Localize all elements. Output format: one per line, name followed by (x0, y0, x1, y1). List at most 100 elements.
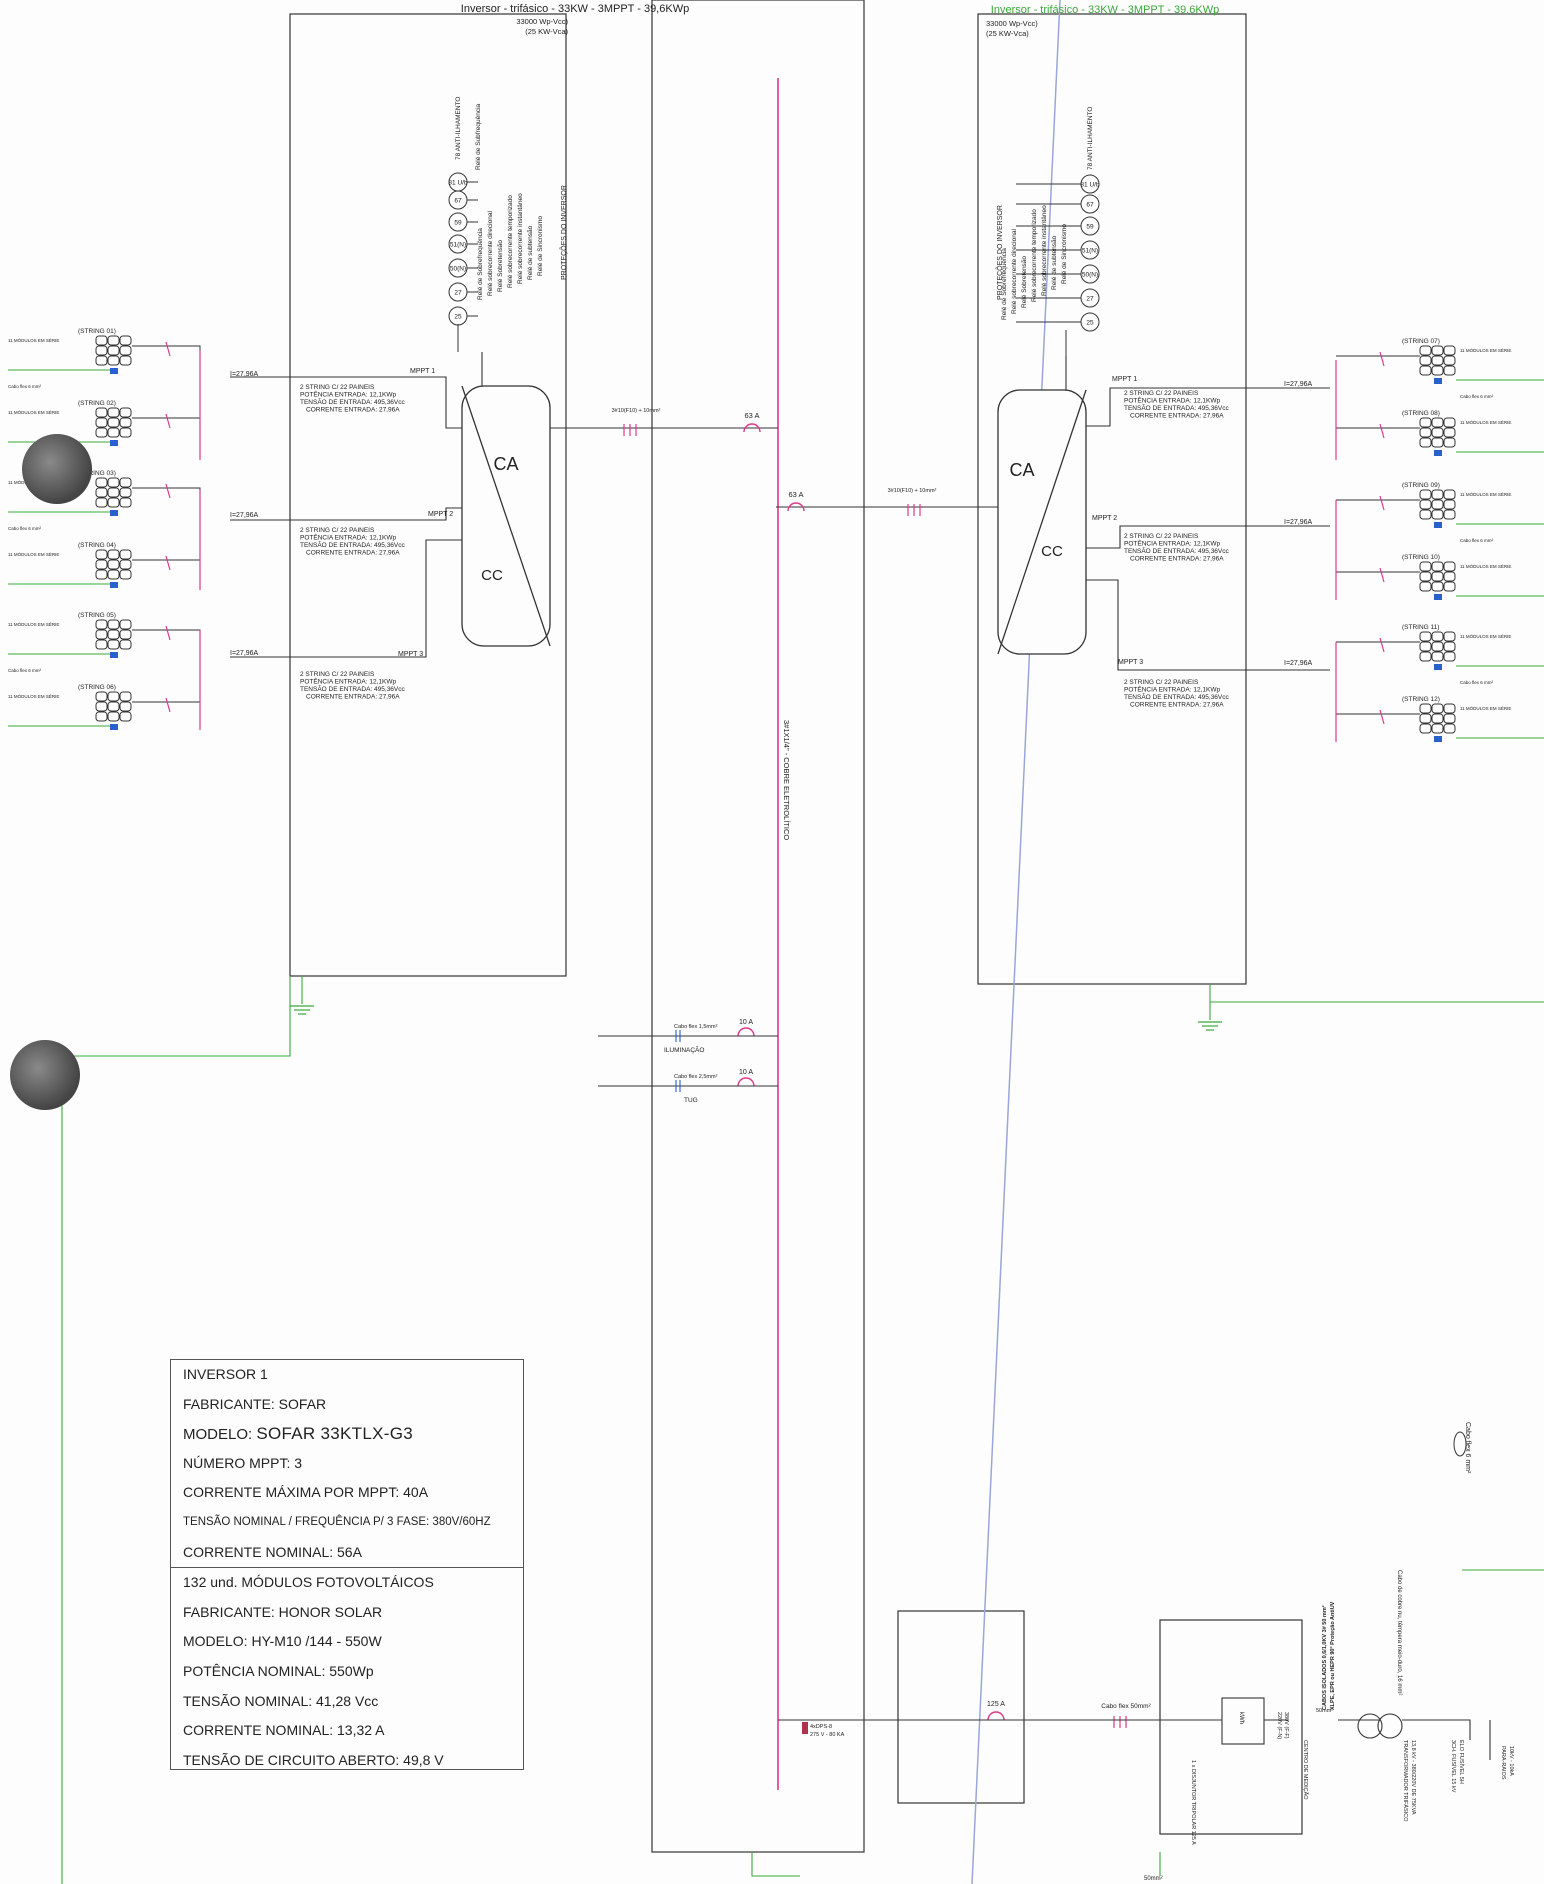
relay-name: Relé de Sincronismo (1061, 224, 1068, 284)
mppt-info-line: CORRENTE ENTRADA: 27,96A (1130, 702, 1224, 709)
pv-string-0: (STRING 07) 11 MÓDULOS EM SÉRIE (1336, 338, 1544, 384)
inverter-1-breaker: 63 A (744, 411, 759, 420)
meter-label: kWh (1238, 1712, 1244, 1724)
fuse-line-2: ELO FUSÍVEL 5H (1458, 1740, 1465, 1784)
busbar-label: 3#1X1/4" - COBRE ELETROLÍTICO (782, 720, 791, 840)
string-name: (STRING 06) (78, 684, 116, 691)
mppt-info-line: TENSÃO DE ENTRADA: 495,36Vcc (1124, 403, 1230, 412)
mppt-current: I=27,96A (230, 512, 259, 519)
spec-inverter-maker: FABRICANTE: SOFAR (183, 1395, 327, 1412)
relay-name: Relé de Sobrefrequência (477, 228, 484, 300)
inverter-2-output-cable: 3#10(F10) + 10mm² (888, 488, 937, 494)
relay-code: 81 U/b (1080, 182, 1100, 189)
dps-icon (802, 1722, 808, 1734)
module-note: 11 MÓDULOS EM SÉRIE (8, 693, 59, 699)
relay-name: Relé sobrecorrente direcional (487, 211, 494, 296)
string-name: (STRING 05) (78, 612, 116, 619)
inverter-1-title: Inversor - trifásico - 33KW - 3MPPT - 39… (461, 3, 689, 15)
mppt-name: MPPT 3 (398, 651, 423, 658)
specifications-table: INVERSOR 1 FABRICANTE: SOFAR MODELO: SOF… (170, 1359, 524, 1770)
mppt-info-line: TENSÃO DE ENTRADA: 495,36Vcc (300, 540, 406, 549)
mppt-info-line: POTÊNCIA ENTRADA: 12,1KWp (1124, 685, 1220, 694)
relay-code: 50(N) (1082, 272, 1098, 279)
module-note: 11 MÓDULOS EM SÉRIE (8, 621, 59, 627)
surge-line-2: 10kV - 10kA (1508, 1746, 1514, 1776)
relay-name: Relé sobrecorrente instantâneo (517, 193, 524, 284)
mppt-info-line: POTÊNCIA ENTRADA: 12,1KWp (300, 677, 396, 686)
inverter-1-power-ac: (25 KW-Vca) (525, 27, 568, 36)
cable-note: Cabo flex 6 mm² (1460, 394, 1494, 399)
spec-inverter-mppt: NÚMERO MPPT: 3 (183, 1454, 303, 1471)
spec-inverter-model-value: SOFAR 33KTLX-G3 (256, 1424, 413, 1444)
spec-module-voc: TENSÃO DE CIRCUITO ABERTO: 49,8 V (183, 1751, 444, 1768)
spec-module-current: CORRENTE NOMINAL: 13,32 A (183, 1722, 385, 1739)
cable-note: Cabo flex 6 mm² (1460, 538, 1494, 543)
mppt-info-line: TENSÃO DE ENTRADA: 495,36Vcc (300, 397, 406, 406)
scan-line (971, 0, 1061, 1884)
isolated-cable-label: CABOS ISOLADOS 0,6/1,0KV 3# 50 mm² (1321, 1605, 1328, 1710)
circuit-lighting-name: ILUMINAÇÃO (664, 1045, 704, 1054)
circuit-lighting-cable: Cabo flex 1,5mm² (674, 1024, 718, 1030)
string-name: (STRING 12) (1402, 696, 1440, 703)
relay-name-2: Relé de Subfrequência (475, 103, 482, 170)
inverter-1-enclosure (289, 13, 567, 977)
module-note: 11 MÓDULOS EM SÉRIE (1460, 347, 1511, 353)
inverter-2-cc: CC (1041, 543, 1063, 560)
relay-name: Relé sobrecorrente instantâneo (1041, 205, 1048, 296)
mppt-info-line: 2 STRING C/ 22 PAINEIS (300, 671, 375, 678)
mppt-name: MPPT 3 (1118, 659, 1143, 666)
mppt-name: MPPT 1 (410, 368, 435, 375)
circuit-tug-name: TUG (684, 1097, 698, 1104)
mppt-info-line: POTÊNCIA ENTRADA: 12,1KWp (1124, 396, 1220, 405)
main-circuit-breaker: 1 x DISJUNTOR TRIPOLAR 125 A (1190, 1760, 1196, 1845)
main-breaker: 125 A (987, 1701, 1005, 1708)
relay-name: Relé sobrecorrente direcional (1011, 229, 1018, 314)
mppt-info-line: POTÊNCIA ENTRADA: 12,1KWp (300, 390, 396, 399)
spec-module-maker: FABRICANTE: HONOR SOLAR (183, 1603, 383, 1620)
string-name: (STRING 08) (1402, 410, 1440, 417)
inverter-2-ca: CA (1009, 460, 1034, 480)
mppt-info-line: 2 STRING C/ 22 PAINEIS (1124, 533, 1199, 540)
mppt-name: MPPT 1 (1112, 376, 1137, 383)
relay-code: 25 (454, 314, 462, 321)
mppt-name: MPPT 2 (1092, 515, 1117, 522)
module-note: 11 MÓDULOS EM SÉRIE (1460, 563, 1511, 569)
mppt-info-line: CORRENTE ENTRADA: 27,96A (1130, 556, 1224, 563)
relay-name: Relé Sobretensão (1021, 256, 1028, 308)
transformer-line-2: 13,8 kV - 380/220V DE 75KVA (1410, 1740, 1416, 1815)
string-name: (STRING 02) (78, 400, 116, 407)
module-note: 11 MÓDULOS EM SÉRIE (1460, 419, 1511, 425)
relay-name: Relé de Sobrefrequência (1001, 248, 1008, 320)
relay-code: 27 (1086, 296, 1094, 303)
cable-note: Cabo flex 6 mm² (8, 384, 42, 389)
mppt-info-line: CORRENTE ENTRADA: 27,96A (306, 550, 400, 557)
inverter-2-protection-title: PROTEÇÕES DO INVERSOR (995, 205, 1004, 300)
inverter-2-breaker: 63 A (788, 490, 803, 499)
circuit-tug-cable: Cabo flex 2,5mm² (674, 1074, 718, 1080)
relay-code: 59 (1086, 224, 1094, 231)
circuit-tug-breaker: 10 A (739, 1069, 753, 1076)
transformer-line-1: TRANSFORMADOR TRIFÁSICO (1402, 1740, 1409, 1822)
cable-note: Cabo flex 6 mm² (8, 668, 42, 673)
string-name: (STRING 03) (78, 470, 116, 477)
mppt-info-line: 2 STRING C/ 22 PAINEIS (300, 527, 375, 534)
module-note: 11 MÓDULOS EM SÉRIE (1460, 633, 1511, 639)
inverter-2-power-dc: 33000 Wp-Vcc) (986, 19, 1038, 28)
pv-string-4: (STRING 05) 11 MÓDULOS EM SÉRIE (8, 612, 201, 658)
inverter-1-output-cable: 3#10(F10) + 10mm² (612, 408, 661, 414)
isolated-cable-label-2: XLPE, EPR ou HEPR 90° Proteção AntiUV (1330, 1601, 1336, 1710)
string-name: (STRING 11) (1402, 624, 1439, 631)
string-name: (STRING 09) (1402, 482, 1440, 489)
transformer-primary-icon (1357, 1713, 1383, 1739)
string-name: (STRING 07) (1402, 338, 1440, 345)
ground-note: Cabo flex 6 mm² (1464, 1422, 1471, 1474)
mppt-info-line: 2 STRING C/ 22 PAINEIS (300, 384, 375, 391)
spec-inverter-voltage: TENSÃO NOMINAL / FREQUÊNCIA P/ 3 FASE: 3… (183, 1515, 491, 1528)
inverter-2-title: Inversor - trifásico - 33KW - 3MPPT - 39… (991, 4, 1219, 16)
ground-loop-icon (1453, 1431, 1467, 1457)
inverter-2-anti-ilhamento: 78 ANTI-ILHAMENTO (1087, 107, 1094, 170)
relay-code: 25 (1086, 320, 1094, 327)
